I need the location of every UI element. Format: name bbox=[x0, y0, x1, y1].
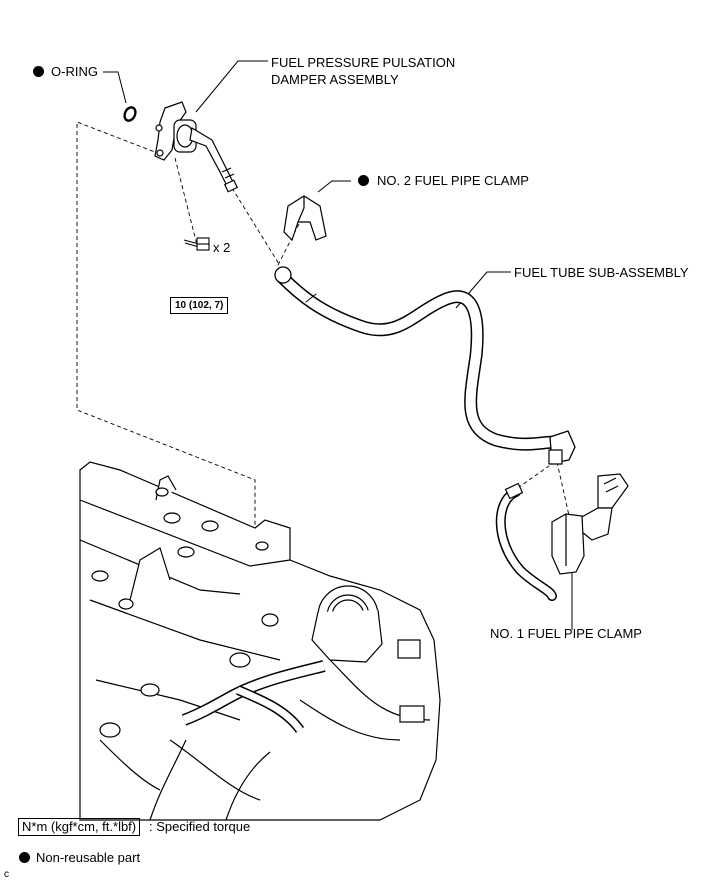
fuel-tube-part bbox=[274, 266, 576, 465]
damper-label-line1: FUEL PRESSURE PULSATION bbox=[271, 55, 456, 70]
damper-label-line2: DAMPER ASSEMBLY bbox=[271, 72, 399, 87]
o-ring-label: O-RING bbox=[51, 64, 98, 79]
no2-fuel-pipe-clamp-label: NO. 2 FUEL PIPE CLAMP bbox=[377, 173, 529, 188]
o-ring-part bbox=[123, 106, 137, 122]
torque-spec-box: 10 (102, 7) bbox=[170, 297, 229, 314]
bolt-part bbox=[183, 237, 210, 251]
pulsation-damper-part bbox=[154, 101, 239, 193]
lower-fuel-hose bbox=[495, 482, 557, 601]
torque-legend-text: : Specified torque bbox=[149, 819, 251, 834]
nonreusable-legend-text: Non-reusable part bbox=[36, 850, 141, 865]
fuel-tube-label: FUEL TUBE SUB-ASSEMBLY bbox=[514, 265, 689, 280]
engine-drawing bbox=[79, 461, 441, 821]
corner-mark: c bbox=[4, 869, 9, 880]
bolt-quantity-label: x 2 bbox=[213, 240, 231, 255]
torque-units-box: N*m (kgf*cm, ft.*lbf) bbox=[18, 818, 141, 836]
no1-fuel-pipe-clamp-part bbox=[551, 473, 629, 575]
alignment-dashed-lines bbox=[76, 121, 571, 535]
nonreusable-legend-icon bbox=[19, 852, 30, 863]
no2-fuel-pipe-clamp-part bbox=[283, 195, 327, 242]
o-ring-nonreusable-icon bbox=[33, 66, 44, 77]
no1-fuel-pipe-clamp-label: NO. 1 FUEL PIPE CLAMP bbox=[490, 626, 642, 641]
clamp2-nonreusable-icon bbox=[358, 175, 369, 186]
